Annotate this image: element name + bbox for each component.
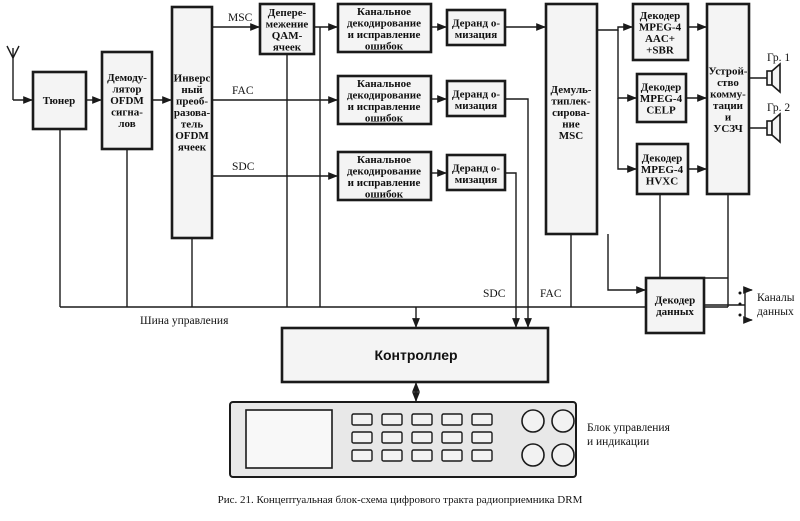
derandomizer-fac-label: Деранд о-мизация: [452, 88, 500, 112]
speaker-icon: [766, 112, 781, 144]
fac-bottom-label: FAC: [540, 288, 562, 300]
derandomizer-sdc-label: Деранд о-мизация: [452, 162, 500, 186]
group-2-label: Гр. 2: [767, 102, 790, 114]
group-1-label: Гр. 1: [767, 52, 790, 64]
derandomizer-sdc-block: [445, 153, 507, 192]
data-channel-arrows: [738, 286, 753, 324]
keypad-button: [351, 413, 373, 426]
keypad-button: [441, 449, 463, 462]
keypad-button: [471, 431, 493, 444]
controller-label: Контроллер: [374, 347, 457, 363]
sdc-bottom-label: SDC: [483, 288, 506, 300]
keypad-button: [381, 431, 403, 444]
figure-caption: Рис. 21. Концептуальная блок-схема цифро…: [218, 494, 583, 506]
display-screen: [245, 409, 333, 469]
derandomizer-msc-label: Деранд о-мизация: [452, 17, 500, 41]
keypad-button: [441, 431, 463, 444]
sdc-label: SDC: [232, 161, 255, 173]
control-panel: [229, 401, 577, 478]
controller-block: [280, 326, 550, 384]
channel-decoder-msc-block: [336, 2, 433, 54]
keypad-buttons: [351, 413, 493, 462]
tuner-label: Тюнер: [43, 95, 76, 107]
keypad-button: [351, 449, 373, 462]
knob-icon: [551, 409, 575, 433]
signal-lines: [86, 23, 767, 328]
msc-label: MSC: [228, 12, 253, 24]
keypad-button: [351, 431, 373, 444]
control-bus: [59, 27, 729, 402]
channel-decoder-sdc-block: [336, 150, 433, 202]
keypad-button: [471, 413, 493, 426]
keypad-button: [411, 449, 433, 462]
fac-label: FAC: [232, 85, 254, 97]
antenna-icon: [6, 45, 33, 104]
channel-decoder-fac-block: [336, 74, 433, 126]
knob-icon: [551, 443, 575, 467]
speaker-icon: [766, 62, 781, 94]
keypad-button: [411, 413, 433, 426]
keypad-button: [411, 431, 433, 444]
knob-icon: [521, 443, 545, 467]
switching-unit-block: [705, 2, 751, 196]
knob-icon: [521, 409, 545, 433]
decoder-aac-block: [631, 2, 690, 62]
control-bus-label: Шина управления: [140, 315, 229, 327]
keypad-button: [381, 449, 403, 462]
keypad-button: [471, 449, 493, 462]
keypad-button: [381, 413, 403, 426]
derandomizer-fac-block: [445, 79, 507, 118]
derandomizer-msc-block: [445, 8, 507, 47]
keypad-button: [441, 413, 463, 426]
